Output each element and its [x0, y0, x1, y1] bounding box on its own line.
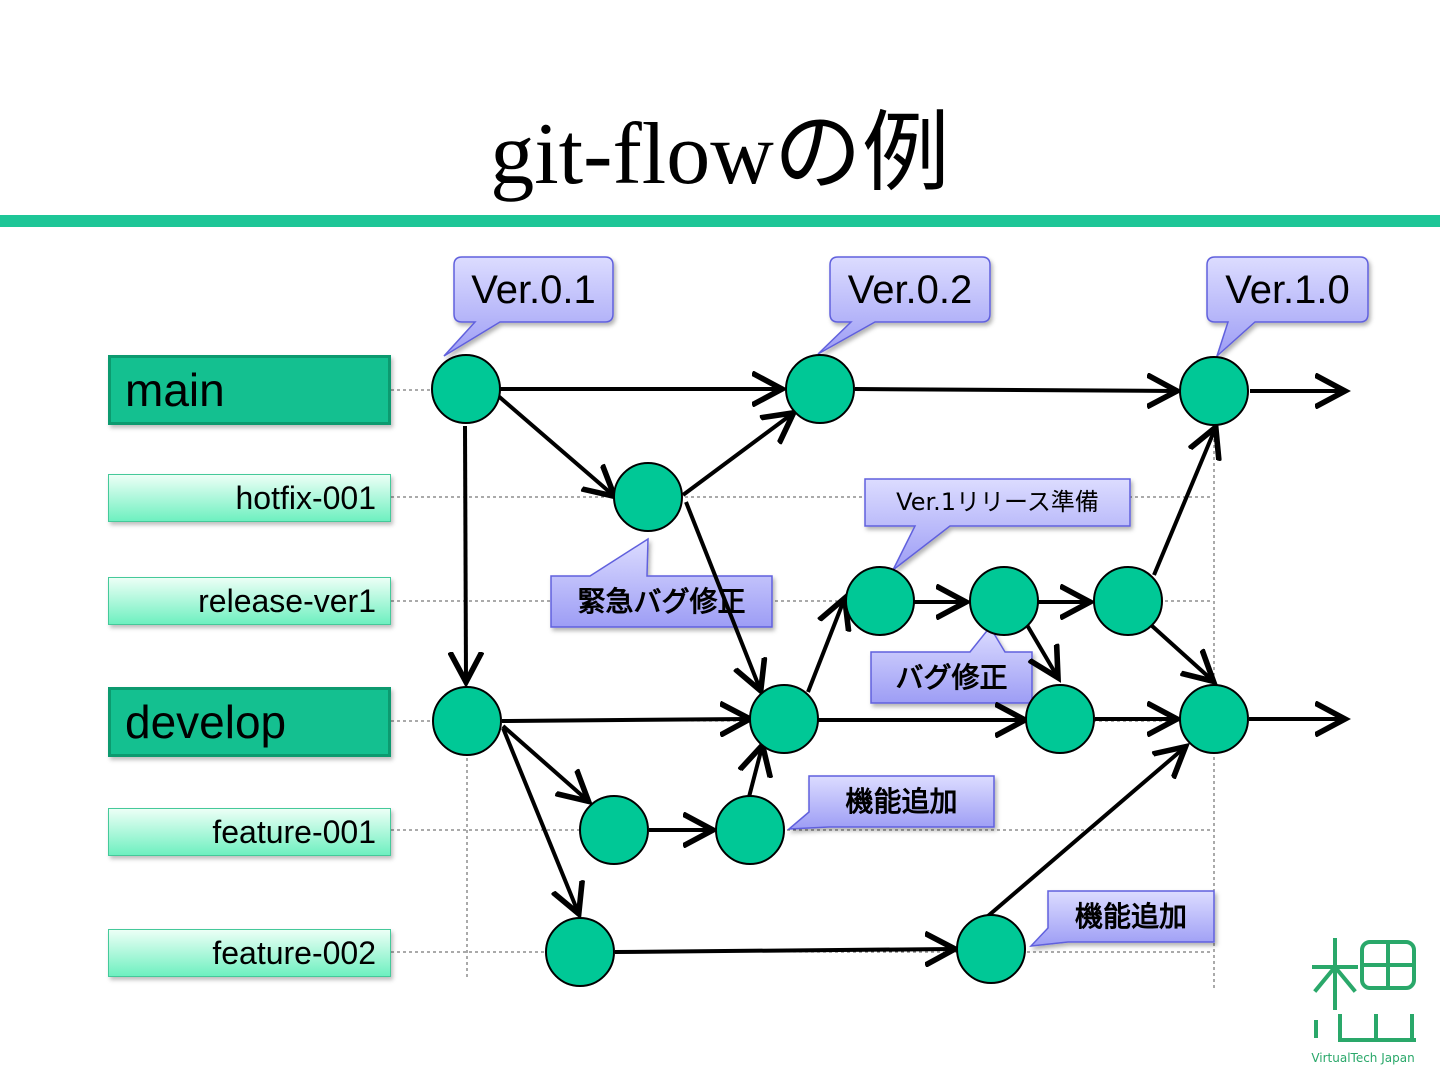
- arrow-develop-to-feature-002: [501, 727, 578, 912]
- callout-release-prep: [864, 478, 1131, 571]
- callout-release-prep-text: Ver.1リリース準備: [896, 488, 1099, 516]
- branch-label-release: release-ver1: [108, 577, 391, 625]
- callout-v10: [1206, 256, 1369, 359]
- arrow-develop-to-feature-001: [501, 724, 587, 800]
- commit-main-v01: [431, 354, 501, 424]
- commit-develop-2: [749, 684, 819, 754]
- branch-label-feature-001: feature-001: [108, 808, 391, 856]
- callout-hotfix: [550, 537, 773, 628]
- callout-feature-002-text: 機能追加: [1074, 900, 1187, 933]
- callout-hotfix-text: 緊急バグ修正: [577, 585, 746, 618]
- branch-label-develop: develop: [108, 687, 391, 757]
- callout-feature-002: [1029, 890, 1215, 947]
- branch-label-main: main: [108, 355, 391, 425]
- arrow-hotfix-to-develop: [684, 501, 760, 689]
- arrow-feature-002: [614, 949, 953, 952]
- commit-feature-002-2: [956, 914, 1026, 984]
- slide-title: git-flowの例: [490, 106, 950, 203]
- commit-nodes: [431, 354, 1249, 987]
- callout-v02: [817, 256, 991, 355]
- title-divider: [0, 215, 1440, 227]
- callout-bugfix: [870, 625, 1033, 704]
- logo-caption: VirtualTech Japan: [1311, 1051, 1415, 1065]
- commit-main-v02: [785, 354, 855, 424]
- arrow-main-2: [854, 389, 1175, 391]
- commit-feature-001-2: [715, 795, 785, 865]
- callout-feature-001-text: 機能追加: [845, 785, 958, 818]
- commit-hotfix: [613, 462, 683, 532]
- callout-feature-001: [786, 775, 995, 830]
- commit-release-2: [969, 566, 1039, 636]
- arrow-develop-1: [501, 719, 748, 721]
- commit-release-1: [845, 566, 915, 636]
- arrow-feature-002-to-develop: [986, 748, 1184, 918]
- arrow-release-to-main: [1152, 429, 1215, 576]
- callout-v10-text: Ver.1.0: [1225, 268, 1350, 312]
- arrow-release-to-develop: [1025, 623, 1057, 676]
- callout-bubbles: [443, 256, 1369, 947]
- commit-develop-4: [1179, 684, 1249, 754]
- arrow-hotfix-to-main: [681, 414, 792, 497]
- callout-v01: [443, 256, 614, 357]
- callout-v02-text: Ver.0.2: [847, 268, 973, 312]
- arrow-release-to-develop-2: [1149, 623, 1212, 680]
- arrow-develop-to-release: [806, 600, 844, 693]
- branch-label-feature-002: feature-002: [108, 929, 391, 977]
- virtualtech-logo-icon: [1312, 938, 1416, 1042]
- callout-bugfix-text: バグ修正: [895, 661, 1008, 694]
- commit-release-3: [1093, 566, 1163, 636]
- commit-main-v10: [1179, 356, 1249, 426]
- commit-feature-002-1: [545, 917, 615, 987]
- commit-develop-1: [432, 686, 502, 756]
- branch-label-hotfix: hotfix-001: [108, 474, 391, 522]
- arrow-feature-001-to-develop: [749, 747, 762, 798]
- arrow-main-to-hotfix: [494, 392, 613, 495]
- commit-arrows: [465, 389, 1343, 952]
- arrow-main-to-develop: [465, 425, 466, 680]
- commit-develop-3: [1025, 684, 1095, 754]
- callout-v01-text: Ver.0.1: [471, 268, 596, 312]
- commit-feature-001-1: [579, 795, 649, 865]
